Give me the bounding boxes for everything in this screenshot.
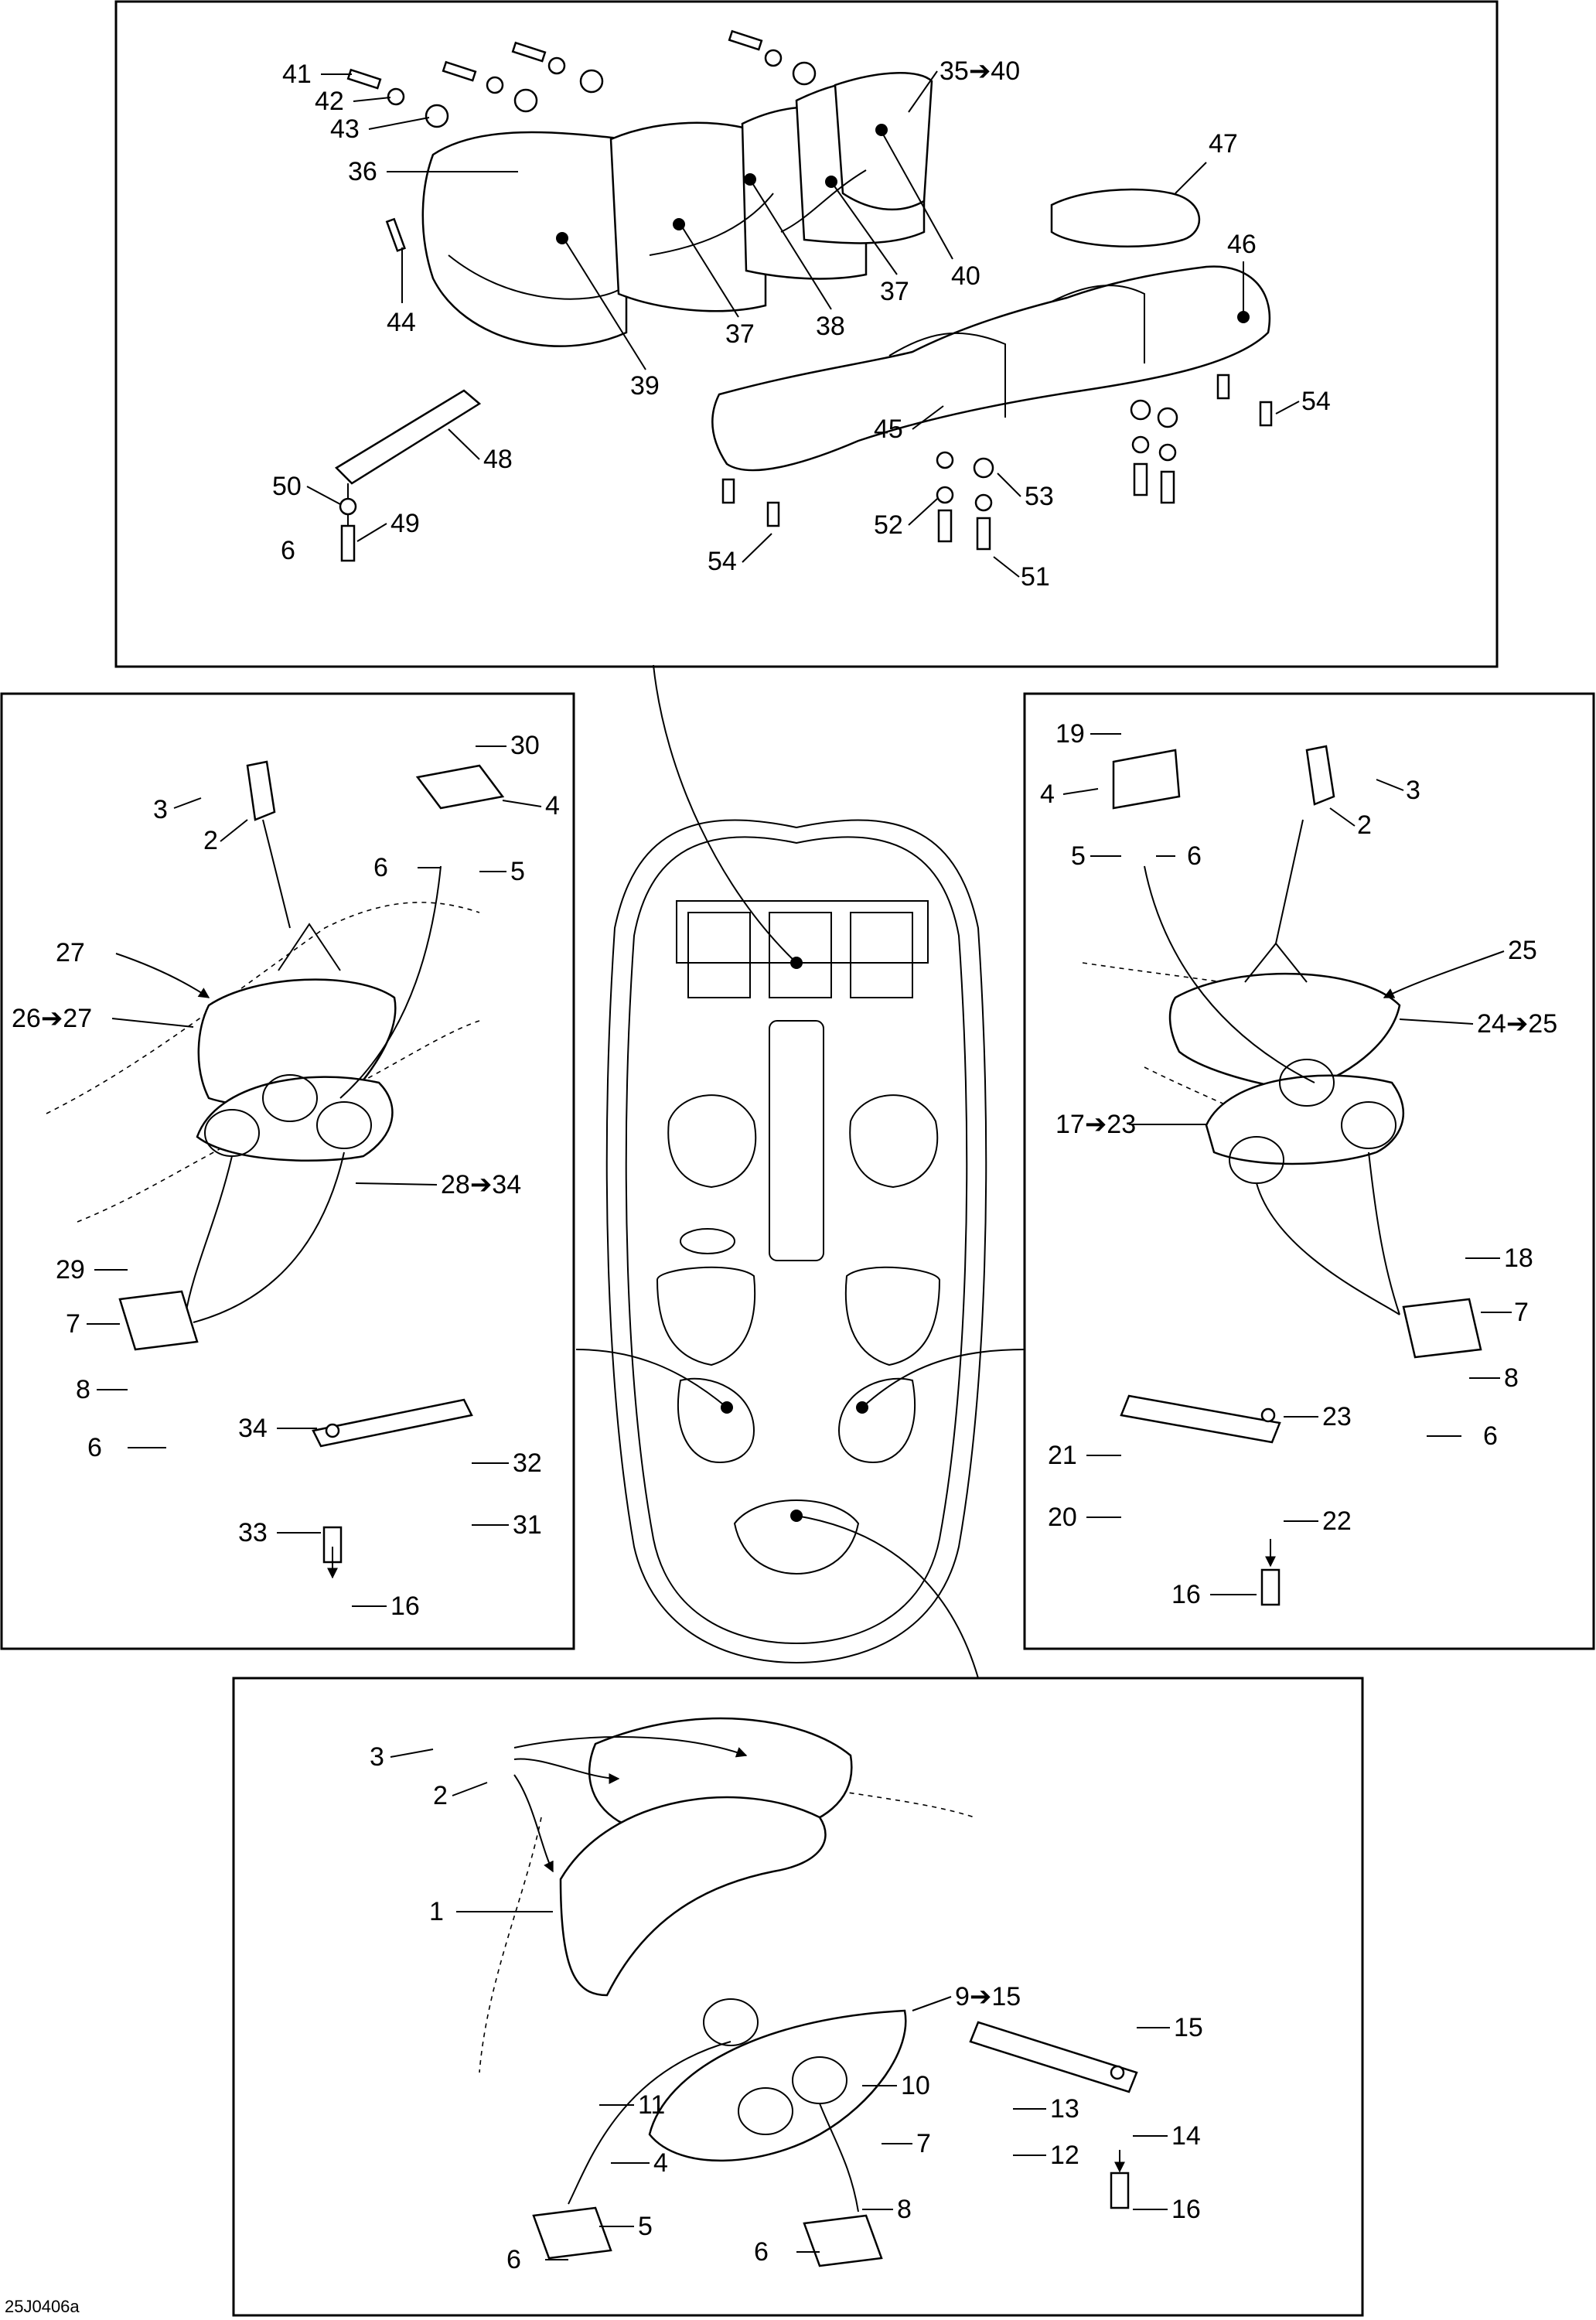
callout-35-40: 35➔40 [940,56,1020,86]
callout-7-bottom: 7 [916,2129,931,2158]
callout-8-right: 8 [1504,1363,1519,1393]
seat-cover-group [421,72,933,347]
callout-19: 19 [1055,719,1085,749]
callout-6-bottom-a: 6 [506,2245,521,2274]
drawing-code: 25J0406a [5,2297,80,2316]
callout-53: 53 [1025,482,1054,511]
callout-13: 13 [1050,2094,1079,2124]
callout-5-right: 5 [1071,841,1086,871]
callout-26-27: 26➔27 [12,1004,92,1033]
bottom-leader-lines [390,1749,1170,2260]
callout-4-right: 4 [1040,780,1055,809]
left-panel-frame [0,692,575,1650]
callout-9-15: 9➔15 [955,1982,1021,2011]
right-leader-lines [1062,733,1512,1595]
callout-31: 31 [513,1510,542,1540]
top-panel-frame [114,0,1499,668]
callout-29: 29 [56,1255,85,1285]
callout-42: 42 [315,87,344,116]
callout-18: 18 [1504,1244,1533,1273]
callout-40: 40 [951,261,980,291]
bottom-panel-parts [479,1717,1138,2267]
callout-51: 51 [1021,562,1050,592]
right-panel-parts [1082,745,1482,1606]
callout-24-25: 24➔25 [1477,1009,1557,1039]
callout-43: 43 [330,114,360,144]
callout-6-right-a: 6 [1187,841,1202,871]
callout-16-bottom: 16 [1171,2195,1201,2224]
callout-3-bottom: 3 [370,1742,384,1772]
callout-6-top: 6 [281,536,295,565]
left-leader-lines [87,745,542,1607]
callout-33: 33 [238,1518,268,1547]
callout-49: 49 [390,509,420,538]
callout-5-bottom: 5 [638,2212,653,2241]
connector-lines [575,664,1025,1679]
callout-7-right: 7 [1514,1298,1529,1327]
callout-3-left: 3 [153,795,168,824]
callout-6-left-b: 6 [87,1433,102,1462]
callout-28-34: 28➔34 [441,1170,521,1199]
callout-4-bottom: 4 [653,2148,668,2178]
callout-23: 23 [1322,1402,1352,1431]
callout-46: 46 [1227,230,1257,259]
callout-11: 11 [638,2090,665,2120]
callout-4-left: 4 [545,791,560,821]
callout-7-left: 7 [66,1309,80,1339]
top-hardware [339,29,1273,562]
callout-2-left: 2 [203,826,218,855]
top-leader-lines [306,70,1300,578]
callout-2-right: 2 [1357,810,1372,840]
callout-48: 48 [483,445,513,474]
callout-8-left: 8 [76,1375,90,1404]
callout-16-right: 16 [1171,1580,1201,1609]
callout-52: 52 [874,510,903,540]
callout-15: 15 [1174,2013,1203,2042]
callout-37a: 37 [880,277,909,306]
callout-37b: 37 [725,319,755,349]
callout-1: 1 [429,1897,444,1926]
callout-21: 21 [1048,1441,1077,1470]
bottom-panel-frame [232,1677,1364,2317]
callout-25: 25 [1508,936,1537,965]
callout-44: 44 [387,308,416,337]
callout-38: 38 [816,312,845,341]
callout-5-left: 5 [510,857,525,886]
callout-54b: 54 [708,547,737,576]
callout-30: 30 [510,731,540,760]
callout-6-bottom-b: 6 [754,2237,769,2267]
seat-cushion-group [711,188,1271,472]
callout-3-right: 3 [1406,776,1420,805]
callout-54a: 54 [1301,387,1331,416]
callout-39: 39 [630,371,660,401]
callout-45: 45 [874,415,903,444]
callout-36: 36 [348,157,377,186]
callout-16-left: 16 [390,1592,420,1621]
right-panel-frame [1023,692,1595,1650]
callout-12: 12 [1050,2141,1079,2170]
callout-17-23: 17➔23 [1055,1110,1136,1139]
callout-2-bottom: 2 [433,1781,448,1810]
callout-32: 32 [513,1448,542,1478]
callout-47: 47 [1209,129,1238,159]
left-panel-parts [46,760,505,1564]
callout-20: 20 [1048,1503,1077,1532]
hull-outline [605,819,987,1664]
callout-6-left-a: 6 [373,853,388,882]
callout-34: 34 [238,1414,268,1443]
callout-10: 10 [901,2071,930,2100]
callout-6-right-b: 6 [1483,1421,1498,1451]
callout-8-bottom: 8 [897,2195,912,2224]
callout-14: 14 [1171,2121,1201,2151]
callout-27: 27 [56,938,85,967]
callout-22: 22 [1322,1506,1352,1536]
callout-50: 50 [272,472,302,501]
callout-41: 41 [282,60,312,89]
